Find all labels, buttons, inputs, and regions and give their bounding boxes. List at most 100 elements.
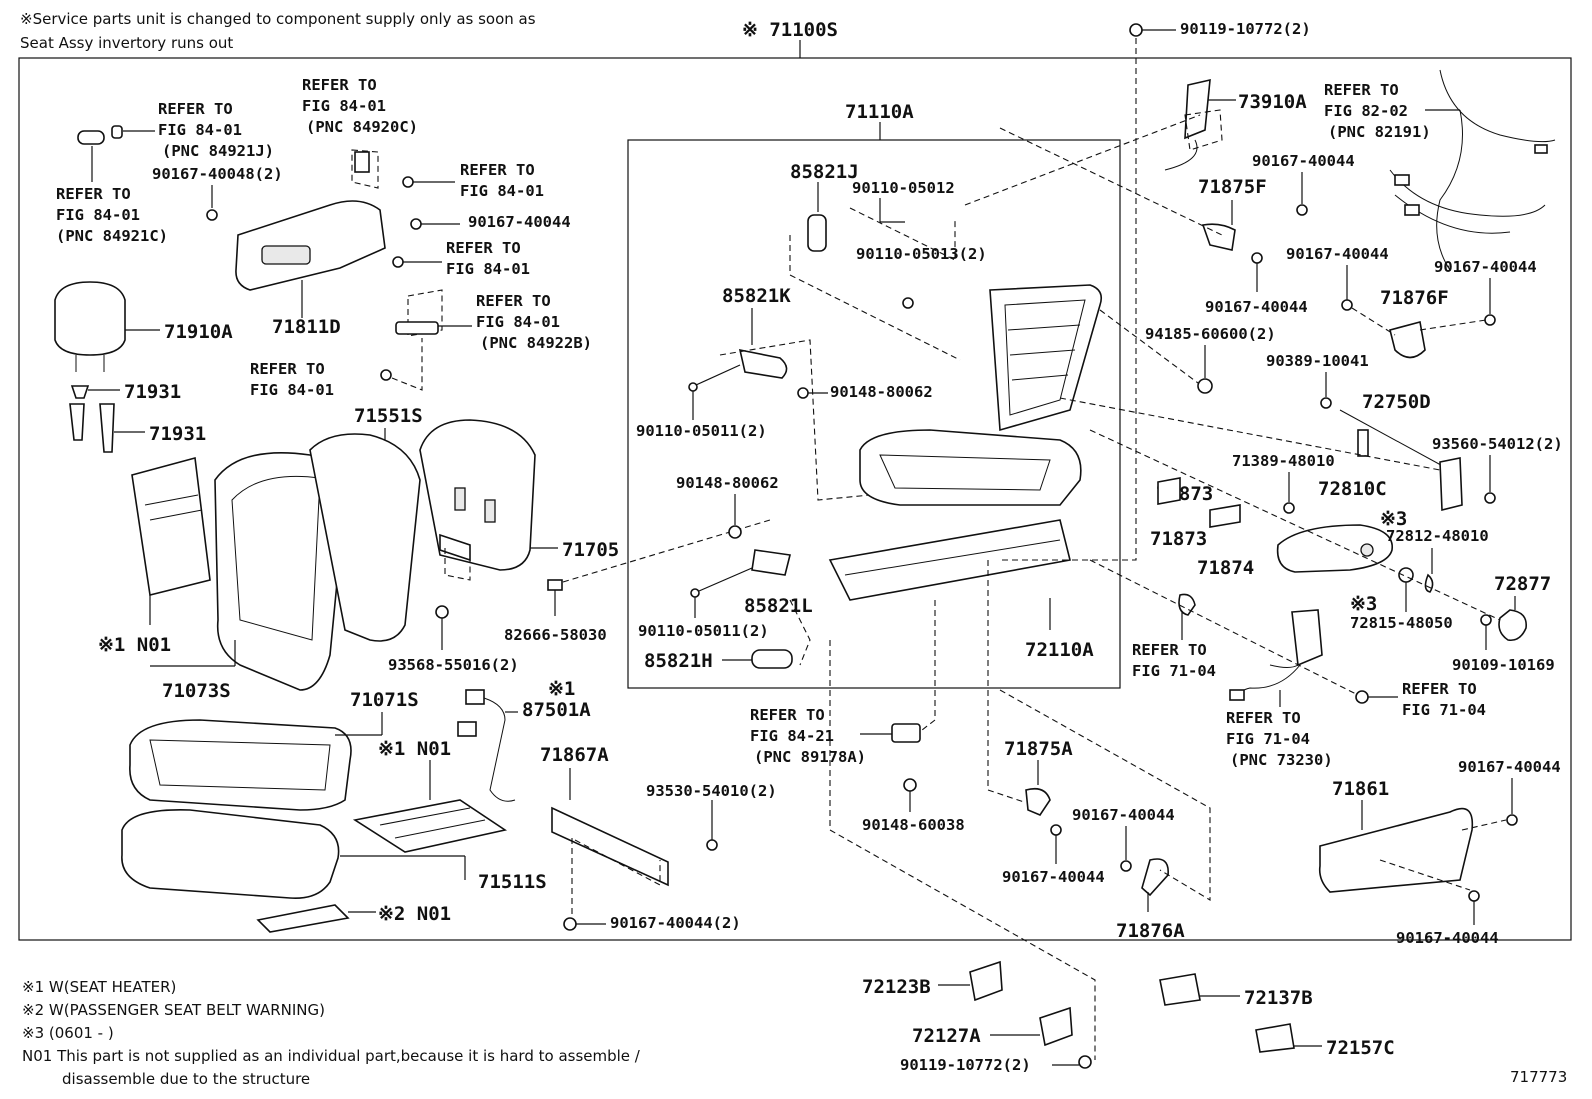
washer-72815-48050: 72815-48050 bbox=[1350, 614, 1453, 632]
legend-4: N01 This part is not supplied as an indi… bbox=[22, 1047, 641, 1065]
screw-90167-40048: 90167-40048(2) bbox=[152, 165, 283, 183]
svg-text:(PNC 84921C): (PNC 84921C) bbox=[56, 227, 168, 245]
motor-85821K bbox=[738, 348, 788, 379]
mark-3-a: ※3 bbox=[1380, 508, 1407, 530]
wire-harness bbox=[1439, 69, 1556, 143]
headrest-71910A bbox=[54, 281, 126, 356]
svg-text:(PNC 89178A): (PNC 89178A) bbox=[754, 748, 866, 766]
part-72877: 72877 bbox=[1494, 573, 1551, 595]
part-71071S: 71071S bbox=[350, 689, 419, 711]
screw-90167-40044-a: 90167-40044 bbox=[468, 213, 571, 231]
part-71931-b: 71931 bbox=[149, 423, 206, 445]
part-71551S: 71551S bbox=[354, 405, 423, 427]
svg-text:FIG 82-02: FIG 82-02 bbox=[1324, 102, 1408, 120]
connector-87501A bbox=[465, 689, 485, 705]
svg-text:FIG 71-04: FIG 71-04 bbox=[1226, 730, 1310, 748]
screw-90167-40044-g: 90167-40044 bbox=[1002, 868, 1105, 886]
svg-text:FIG 84-01: FIG 84-01 bbox=[302, 97, 386, 115]
part-85821L: 85821L bbox=[744, 595, 813, 617]
part-71875F: 71875F bbox=[1198, 176, 1267, 198]
part-71876F: 71876F bbox=[1380, 287, 1449, 309]
part-72810C: 72810C bbox=[1318, 478, 1387, 500]
nut-90148-60038: 90148-60038 bbox=[862, 816, 965, 834]
part-71811D: 71811D bbox=[272, 316, 341, 338]
clip-90389-10041: 90389-10041 bbox=[1266, 352, 1369, 370]
svg-text:FIG 71-04: FIG 71-04 bbox=[1132, 662, 1216, 680]
legend-5: disassemble due to the structure bbox=[62, 1070, 310, 1088]
refer-71-04-c: REFER TO bbox=[1226, 709, 1301, 727]
knob-part bbox=[77, 125, 123, 145]
armrest-72810C bbox=[1276, 524, 1393, 573]
svg-text:FIG 84-01: FIG 84-01 bbox=[460, 182, 544, 200]
service-note-line2: Seat Assy invertory runs out bbox=[20, 34, 233, 52]
svg-text:FIG 84-01: FIG 84-01 bbox=[250, 381, 334, 399]
back-board-71705 bbox=[419, 419, 536, 571]
legend-2: ※2 W(PASSENGER SEAT BELT WARNING) bbox=[22, 1001, 325, 1019]
part-71873-label: 71873 bbox=[1150, 528, 1207, 550]
bracket-71876A bbox=[1141, 858, 1169, 897]
svg-text:FIG 84-01: FIG 84-01 bbox=[446, 260, 530, 278]
cover-72157C bbox=[1255, 1023, 1295, 1053]
cover-71873 bbox=[1157, 477, 1181, 505]
bracket-71875F bbox=[1201, 223, 1236, 251]
assembly-frame bbox=[18, 57, 1572, 941]
part-71073S: 71073S bbox=[162, 680, 231, 702]
refer-82-02: REFER TO bbox=[1324, 81, 1399, 99]
sub-assembly-label: 71110A bbox=[845, 101, 914, 123]
side-shield-71811D bbox=[235, 200, 386, 291]
bolt-90110-05011-a: 90110-05011(2) bbox=[636, 422, 767, 440]
part-71910A: 71910A bbox=[164, 321, 233, 343]
bracket-71875A bbox=[1025, 787, 1051, 816]
screw-90167-40044-f: 90167-40044 bbox=[1434, 258, 1537, 276]
bracket-71876F bbox=[1389, 321, 1426, 359]
svg-text:(PNC 84921J): (PNC 84921J) bbox=[162, 142, 274, 160]
seat-heater-mat bbox=[352, 799, 508, 853]
svg-text:(PNC 84920C): (PNC 84920C) bbox=[306, 118, 418, 136]
cover-72123B bbox=[969, 960, 1003, 1002]
n01-b: ※1 N01 bbox=[378, 738, 451, 760]
svg-text:(PNC 73230): (PNC 73230) bbox=[1230, 751, 1333, 769]
refer-71-04-b: REFER TO bbox=[1402, 680, 1477, 698]
belt-warning-mat bbox=[256, 904, 350, 933]
clip-82666-58030: 82666-58030 bbox=[504, 626, 607, 644]
assembly-label: ※ 71100S bbox=[742, 19, 838, 41]
nut-90148-80062-b: 90148-80062 bbox=[676, 474, 779, 492]
part-85821J: 85821J bbox=[790, 161, 859, 183]
part-71867A: 71867A bbox=[540, 744, 609, 766]
cover-71874 bbox=[1209, 504, 1241, 528]
bolt-90110-05013: 90110-05013(2) bbox=[856, 245, 987, 263]
refer-84-01-f: REFER TO bbox=[476, 292, 551, 310]
bolt-90110-05011-b: 90110-05011(2) bbox=[638, 622, 769, 640]
headrest-support-c bbox=[99, 403, 115, 453]
screw-90167-40044-j: 90167-40044 bbox=[1396, 929, 1499, 947]
motor-85821L bbox=[751, 549, 791, 576]
part-85821K: 85821K bbox=[722, 285, 791, 307]
bolt-90119-10772-top: 90119-10772(2) bbox=[1180, 20, 1311, 38]
part-72157C: 72157C bbox=[1326, 1037, 1395, 1059]
seat-track-rails bbox=[828, 519, 1071, 601]
harness-cover-73910A bbox=[1184, 78, 1211, 140]
cap-72877 bbox=[1498, 609, 1527, 642]
part-71874: 71874 bbox=[1197, 557, 1254, 579]
side-cover-71861 bbox=[1318, 807, 1474, 893]
seatback-heater-mat bbox=[131, 456, 211, 596]
screw-90167-40044-b: 90167-40044(2) bbox=[610, 914, 741, 932]
motor-85821H bbox=[751, 649, 793, 669]
seat-cushion-pad-71511S bbox=[121, 809, 340, 899]
bolt-90119-10772-bottom: 90119-10772(2) bbox=[900, 1056, 1031, 1074]
svg-text:FIG 84-01: FIG 84-01 bbox=[56, 206, 140, 224]
screw-93530-54010: 93530-54010(2) bbox=[646, 782, 777, 800]
sub-assembly-frame bbox=[627, 139, 1121, 689]
part-71931-a: 71931 bbox=[124, 381, 181, 403]
bracket-71389-48010: 71389-48010 bbox=[1232, 452, 1335, 470]
svg-text:FIG 84-01: FIG 84-01 bbox=[158, 121, 242, 139]
bolt-90110-05012: 90110-05012 bbox=[852, 179, 955, 197]
headrest-support-b bbox=[69, 403, 85, 441]
screw-90167-40044-e: 90167-40044 bbox=[1286, 245, 1389, 263]
part-72750D: 72750D bbox=[1362, 391, 1431, 413]
svg-text:FIG 84-21: FIG 84-21 bbox=[750, 727, 834, 745]
screw-icon bbox=[206, 209, 218, 221]
nut-94185-60600: 94185-60600(2) bbox=[1145, 325, 1276, 343]
seatback-pad-71551S bbox=[309, 433, 421, 642]
